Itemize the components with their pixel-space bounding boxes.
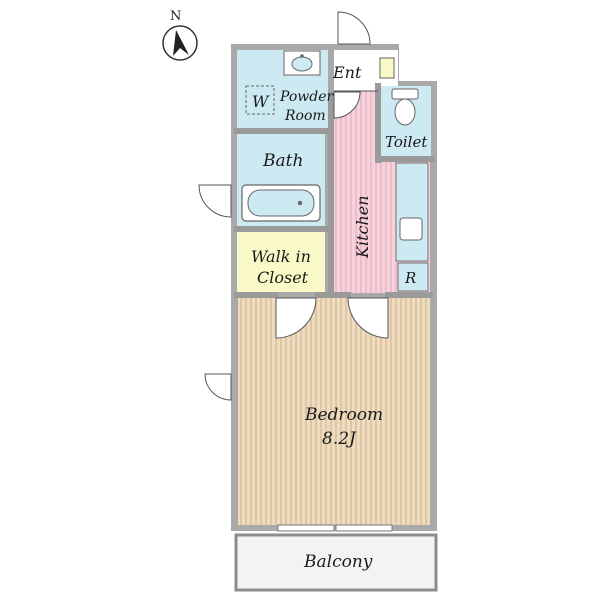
toilet-label: Toilet xyxy=(385,133,428,151)
kitchen-label: Kitchen xyxy=(353,195,372,259)
bedroom-exterior-door xyxy=(204,373,232,401)
bath-exterior-door xyxy=(198,184,232,218)
washbasin xyxy=(283,50,321,76)
shoe-cabinet xyxy=(379,57,395,79)
balcony xyxy=(234,533,438,592)
compass-north-label: N xyxy=(170,9,181,24)
interior-walls xyxy=(234,83,435,298)
bathtub xyxy=(241,184,321,222)
walk-in-closet-label-line2: Closet xyxy=(257,268,309,287)
compass-needle-icon xyxy=(173,30,189,56)
refrigerator-label: R xyxy=(404,269,416,287)
kitchen-counter xyxy=(395,162,429,262)
powder-room-label-line1: Powder xyxy=(279,89,335,105)
bath-label: Bath xyxy=(262,151,303,171)
powder-room-label-line2: Room xyxy=(284,108,326,124)
bedroom xyxy=(238,298,430,525)
washer-space xyxy=(245,85,275,115)
bedroom-size-label: 8.2J xyxy=(322,429,357,449)
walk-in-closet-label-line1: Walk in xyxy=(251,247,311,266)
balcony-windows xyxy=(277,524,393,532)
closet-door xyxy=(275,297,317,339)
entrance-label: Ent xyxy=(332,63,362,82)
toilet-fixture xyxy=(391,88,419,126)
balcony-label: Balcony xyxy=(303,552,373,572)
compass: N xyxy=(162,9,198,61)
powder-door xyxy=(333,91,361,119)
doors xyxy=(198,11,389,401)
refrigerator-space xyxy=(397,262,429,292)
bedroom-label: Bedroom xyxy=(304,405,383,425)
washer-label: W xyxy=(252,92,270,111)
kitchen-sink xyxy=(399,217,423,241)
entrance-door xyxy=(337,11,371,45)
bedroom-door xyxy=(347,297,389,339)
walk-in-closet xyxy=(237,232,325,292)
